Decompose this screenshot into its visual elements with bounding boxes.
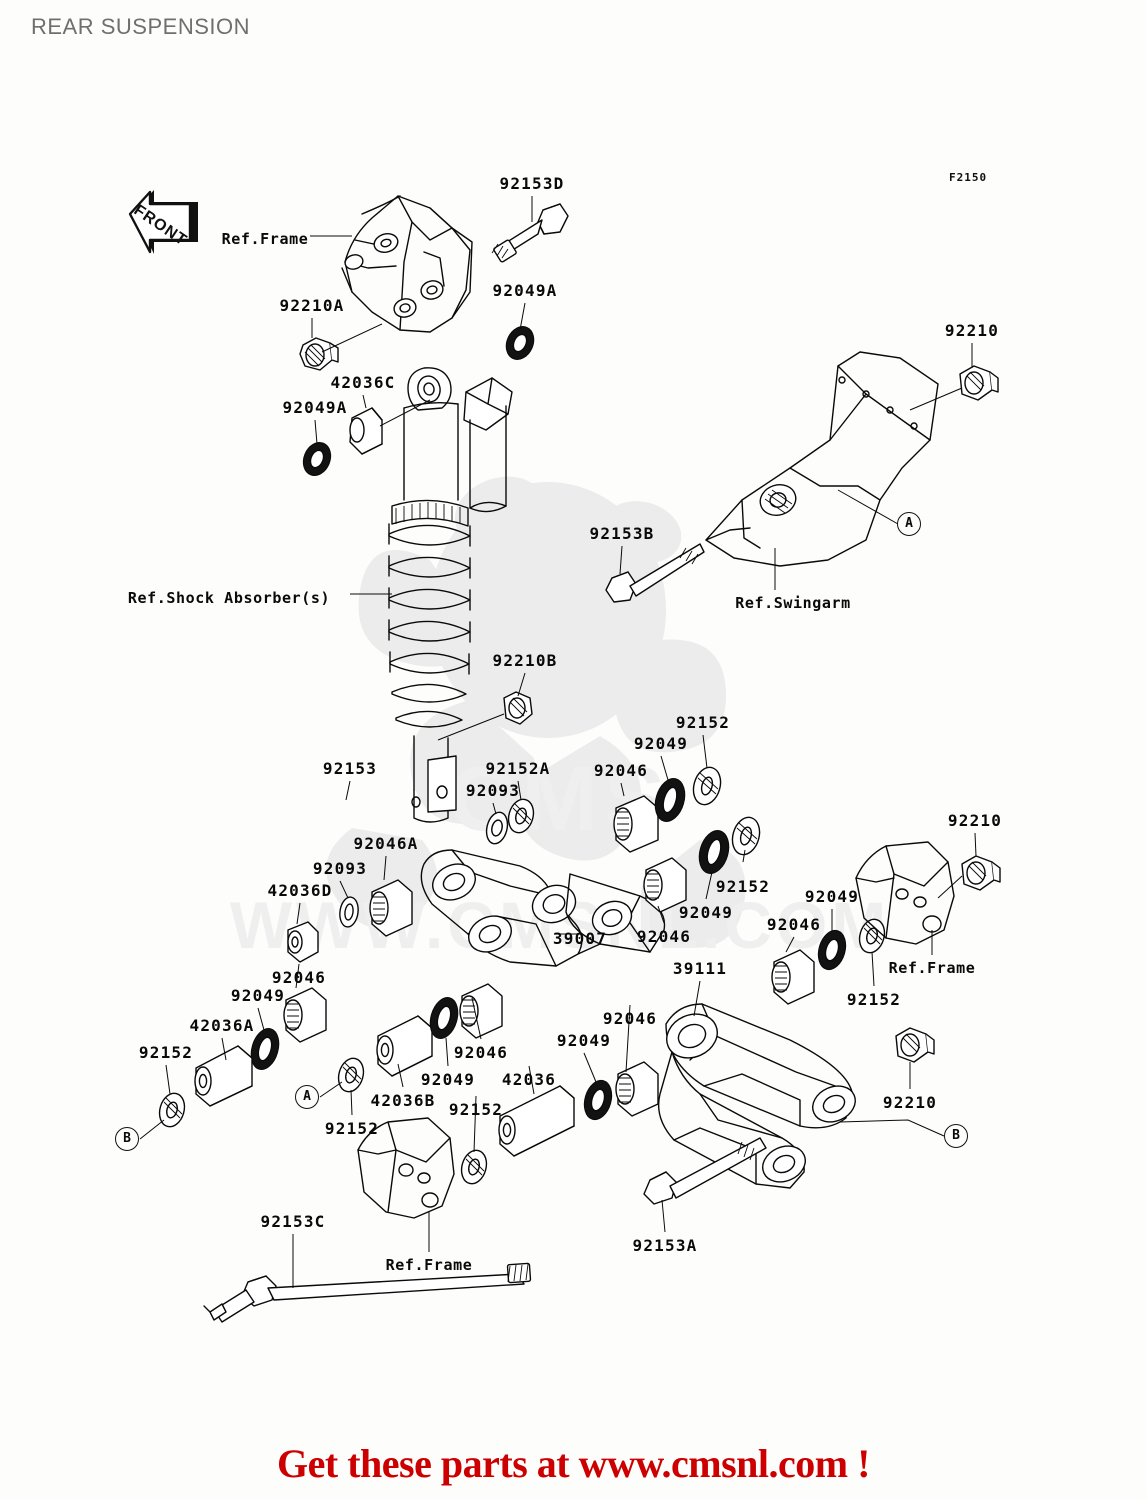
callout-92046-mid: 92046 — [636, 927, 692, 946]
bearing-92046-left — [283, 987, 327, 1043]
footer-cta[interactable]: Get these parts at www.cmsnl.com ! — [277, 1441, 870, 1486]
seal-92093-left — [339, 896, 359, 928]
page-title: REAR SUSPENSION — [31, 14, 250, 39]
callout-92046-ur: 92046 — [593, 761, 649, 780]
callout-92046A: 92046A — [353, 834, 419, 853]
seal-92049-bottomcentre — [583, 1079, 613, 1121]
callout-92210-right-mid: 92210 — [947, 811, 1003, 830]
callout-92210B: 92210B — [492, 651, 558, 670]
callout-42036: 42036 — [501, 1070, 557, 1089]
sleeve-42036 — [498, 1085, 575, 1157]
callout-92046-above42036B: 92046 — [453, 1043, 509, 1062]
callout-92046-right: 92046 — [766, 915, 822, 934]
callout-ref-shock-absorber: Ref.Shock Absorber(s) — [127, 589, 331, 607]
callout-92049A-lower: 92049A — [282, 398, 348, 417]
sleeve-42036B — [376, 1015, 433, 1077]
swingarm-reference — [705, 351, 939, 567]
callout-39007: 39007 — [552, 929, 608, 948]
refmark-A-upper: A — [897, 512, 921, 536]
callout-92049-mid: 92049 — [678, 903, 734, 922]
callout-42036A: 42036A — [189, 1016, 255, 1035]
nut-92210B — [503, 691, 533, 725]
callout-92152-ur: 92152 — [675, 713, 731, 732]
refmark-A-lower: A — [295, 1085, 319, 1109]
nut-92210A — [299, 337, 339, 371]
callout-92152-near42036B: 92152 — [448, 1100, 504, 1119]
callout-92046-centrelow: 92046 — [602, 1009, 658, 1028]
washer-92152-A — [337, 1057, 365, 1093]
parts-column-upper-right — [613, 766, 761, 913]
callout-92152-farleft: 92152 — [138, 1043, 194, 1062]
washer-92049A-lower — [302, 442, 332, 476]
nut-92210-right-low — [895, 1027, 935, 1063]
callout-39111: 39111 — [672, 959, 728, 978]
refmark-B-left: B — [115, 1127, 139, 1151]
callout-92049-midlow: 92049 — [556, 1031, 612, 1050]
callout-92046-left: 92046 — [271, 968, 327, 987]
bearing-92046-bottomright — [615, 1061, 659, 1117]
callout-92153C: 92153C — [260, 1212, 326, 1231]
bearing-92046A — [369, 879, 413, 937]
callout-92049A-top: 92049A — [492, 281, 558, 300]
callout-ref-frame-lower-right: Ref.Frame — [888, 959, 976, 977]
callout-42036B: 42036B — [370, 1091, 436, 1110]
front-direction-badge: FRONT — [128, 190, 198, 254]
callout-92153: 92153 — [322, 759, 378, 778]
bolt-92153A — [643, 1137, 767, 1205]
nut-92210-right-mid — [961, 855, 1001, 891]
sleeve-42036A — [194, 1045, 253, 1107]
washer-92049A-top — [505, 326, 535, 360]
bearing-92046-centrelow — [459, 983, 503, 1039]
seal-92049-left — [250, 1027, 280, 1071]
callout-92049-right: 92049 — [804, 887, 860, 906]
callout-42036D: 42036D — [267, 881, 333, 900]
callout-92152-lr: 92152 — [846, 990, 902, 1009]
callout-ref-frame-top: Ref.Frame — [221, 230, 309, 248]
callout-92153A: 92153A — [632, 1236, 698, 1255]
washer-92152A — [507, 798, 535, 834]
bottom-frame-bracket — [357, 1117, 455, 1219]
upper-frame-bracket — [341, 195, 473, 333]
callout-92210-right-low: 92210 — [882, 1093, 938, 1112]
refmark-B-right: B — [944, 1124, 968, 1148]
tie-rod-39111 — [657, 1003, 856, 1189]
washer-92152-left — [158, 1092, 186, 1128]
shock-absorber — [388, 367, 513, 823]
diagram-code: F2150 — [949, 171, 988, 184]
bolt-92153B — [605, 543, 705, 603]
collar-42036D — [287, 921, 319, 963]
callout-92153B: 92153B — [589, 524, 655, 543]
callout-92049-left: 92049 — [230, 986, 286, 1005]
bolt-92153D — [491, 203, 569, 263]
washer-92152-bottomcentre — [460, 1149, 488, 1185]
parts-tie-rod-right — [771, 918, 886, 1005]
seal-92093-centre — [485, 811, 509, 845]
callout-92049-ur: 92049 — [633, 734, 689, 753]
callout-92049-left42036: 92049 — [420, 1070, 476, 1089]
callout-92153D: 92153D — [499, 174, 565, 193]
callout-92210A: 92210A — [279, 296, 345, 315]
callout-92093-left: 92093 — [312, 859, 368, 878]
callout-ref-frame-bottom: Ref.Frame — [385, 1256, 473, 1274]
callout-92152-mid: 92152 — [715, 877, 771, 896]
callout-ref-swingarm: Ref.Swingarm — [735, 594, 851, 612]
shaft-92153C — [203, 1262, 532, 1323]
callout-92210-upper-right: 92210 — [944, 321, 1000, 340]
seal-92049-midlow — [429, 996, 459, 1040]
callout-42036C: 42036C — [330, 373, 396, 392]
callout-92152A: 92152A — [485, 759, 551, 778]
collar-42036C — [349, 407, 383, 455]
callout-92093-centre: 92093 — [465, 781, 521, 800]
rocker-arm-39007 — [420, 849, 666, 967]
callout-92152-A: 92152 — [324, 1119, 380, 1138]
nut-92210-upper-right — [959, 365, 999, 401]
